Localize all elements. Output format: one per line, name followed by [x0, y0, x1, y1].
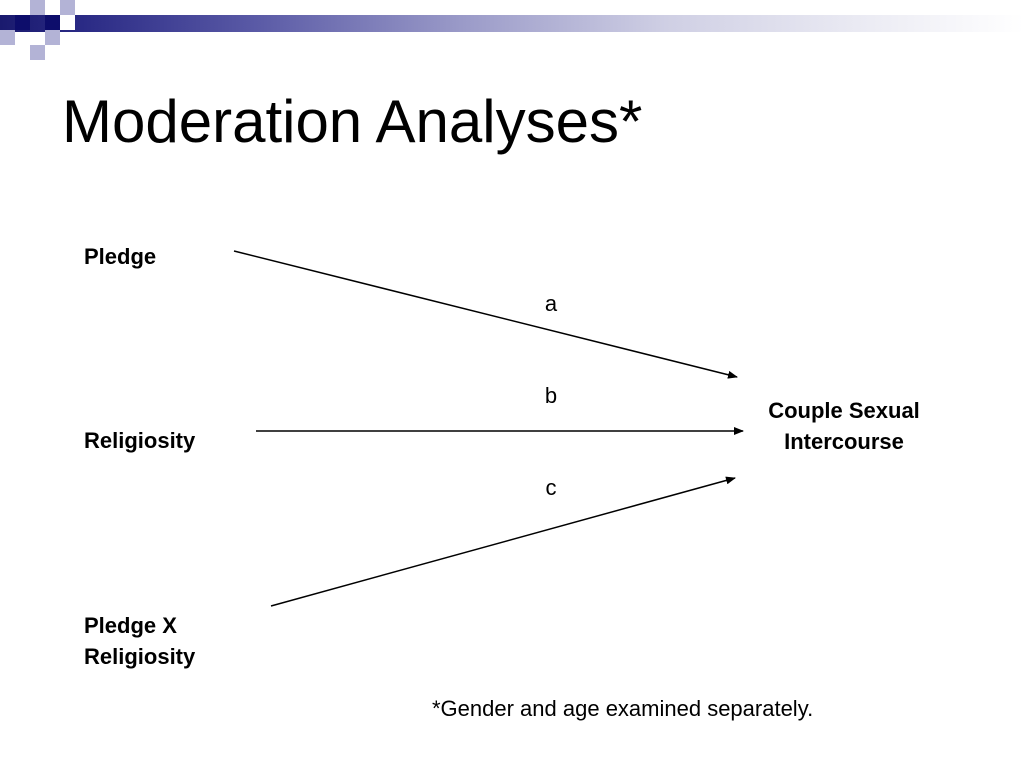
footnote: *Gender and age examined separately. [432, 696, 814, 721]
path-label-c: c [545, 475, 557, 500]
arrow-c [270, 476, 736, 607]
arrow-a [233, 250, 738, 379]
slide-title: Moderation Analyses* [62, 88, 643, 155]
node-pledge: Pledge [84, 244, 157, 269]
node-religiosity: Religiosity [84, 428, 196, 453]
path-label-a: a [544, 291, 558, 316]
header-gradient-bar [0, 15, 1024, 32]
path-label-b: b [544, 383, 558, 408]
node-interaction: Pledge X Religiosity [84, 613, 196, 669]
node-outcome: Couple Sexual Intercourse [768, 398, 920, 454]
